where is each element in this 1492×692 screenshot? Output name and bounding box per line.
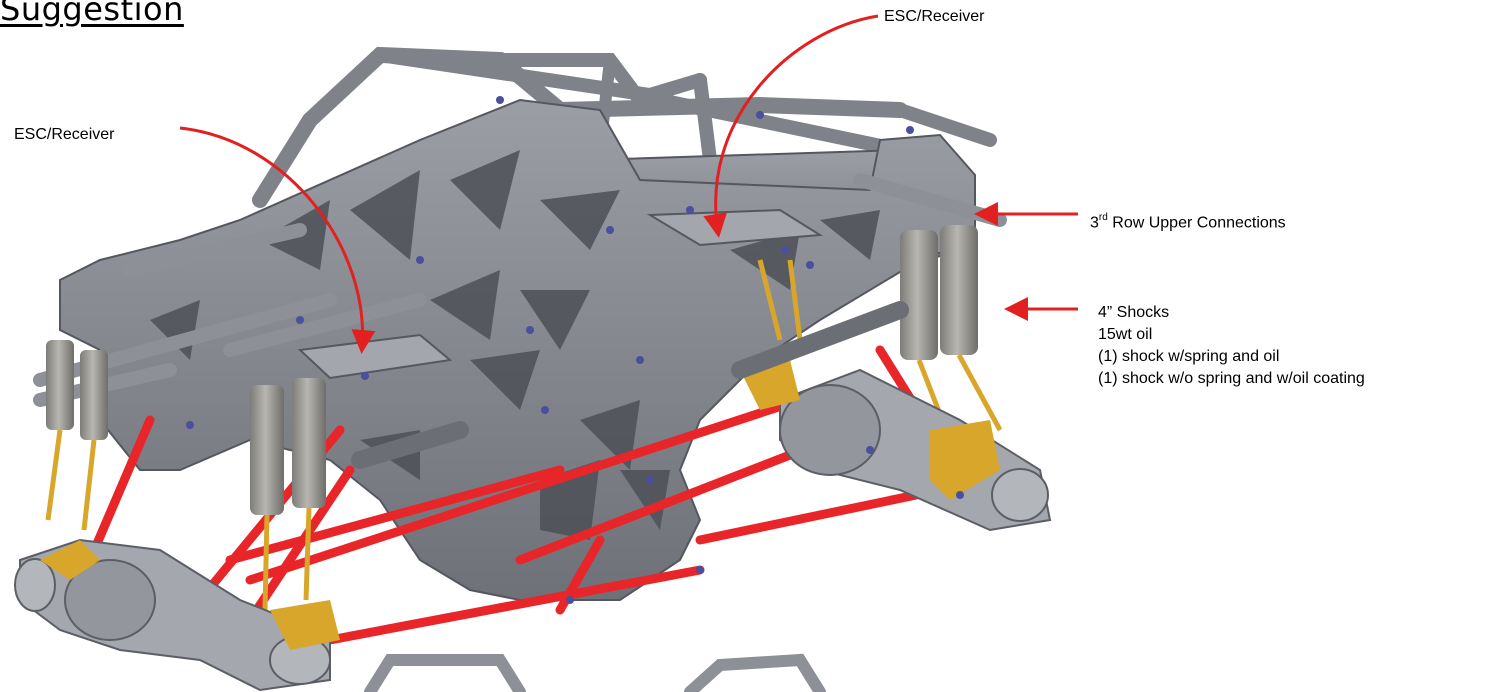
shocks-front-right: [757, 225, 1003, 441]
shocks-line-3: (1) shock w/spring and oil: [1098, 348, 1280, 365]
arrow-esc-left: [179, 126, 376, 354]
callout-esc-top: ESC/Receiver: [884, 8, 985, 25]
esc-plate-top: [646, 208, 824, 247]
callout-third-row: 3rd Row Upper Connections: [1090, 209, 1286, 233]
callout-shocks: 4” Shocks 15wt oil (1) shock w/spring an…: [1098, 302, 1365, 390]
callout-arrows: [179, 14, 1078, 354]
third-row-number: 3: [1090, 214, 1099, 232]
esc-plate-left: [297, 333, 453, 380]
third-row-suffix: rd: [1098, 212, 1108, 223]
shocks-line-2: 15wt oil: [1098, 326, 1153, 343]
third-row-text: Row Upper Connections: [1107, 214, 1286, 232]
page-title: Suggestion: [0, 0, 184, 28]
shocks-line-1: 4” Shocks: [1098, 304, 1170, 321]
callout-esc-left: ESC/Receiver: [14, 126, 115, 143]
arrow-esc-top: [703, 14, 879, 238]
front-axle: [14, 538, 340, 692]
shocks-front-left: [250, 378, 326, 611]
second-frame-partial: [364, 653, 826, 692]
bolts: [186, 96, 964, 604]
shocks-rear-left: [45, 340, 108, 531]
shocks-line-4: (1) shock w/o spring and w/oil coating: [1098, 370, 1365, 387]
rear-axle: [740, 360, 1052, 532]
frame-cutouts: [150, 150, 880, 540]
